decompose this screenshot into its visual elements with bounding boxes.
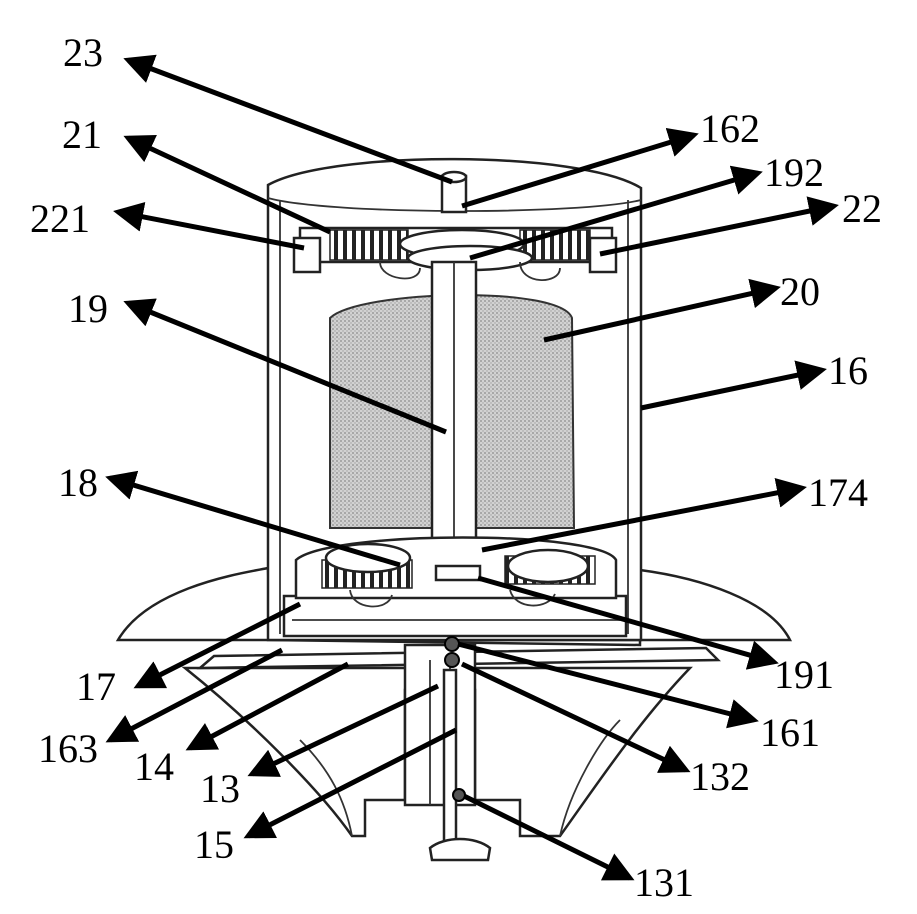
label-132: 132	[690, 754, 750, 799]
label-20: 20	[780, 269, 820, 314]
leader-arrow-16	[641, 370, 822, 408]
label-17: 17	[76, 664, 116, 709]
label-174: 174	[808, 470, 868, 515]
label-161: 161	[760, 710, 820, 755]
label-21: 21	[62, 112, 102, 157]
label-18: 18	[58, 460, 98, 505]
label-14: 14	[134, 744, 174, 789]
foot-knob	[430, 839, 490, 860]
label-191: 191	[774, 652, 834, 697]
lower-housing	[405, 645, 475, 805]
label-163: 163	[38, 726, 98, 771]
label-15: 15	[194, 822, 234, 867]
label-162: 162	[700, 106, 760, 151]
label-22: 22	[842, 186, 882, 231]
lower-carrier	[436, 566, 480, 580]
label-23: 23	[63, 30, 103, 75]
label-131: 131	[634, 860, 694, 905]
bearing-132	[445, 653, 459, 667]
upper-left-block	[294, 238, 320, 272]
leader-arrow-23	[128, 60, 452, 182]
bearing-131	[453, 789, 465, 801]
upper-gear-teeth-left	[330, 230, 408, 260]
label-13: 13	[200, 766, 240, 811]
label-19: 19	[68, 286, 108, 331]
spindle	[444, 670, 456, 850]
floor-plate	[284, 596, 626, 636]
label-221: 221	[30, 196, 90, 241]
label-16: 16	[828, 348, 868, 393]
bearing-161	[445, 637, 459, 651]
label-192: 192	[764, 150, 824, 195]
